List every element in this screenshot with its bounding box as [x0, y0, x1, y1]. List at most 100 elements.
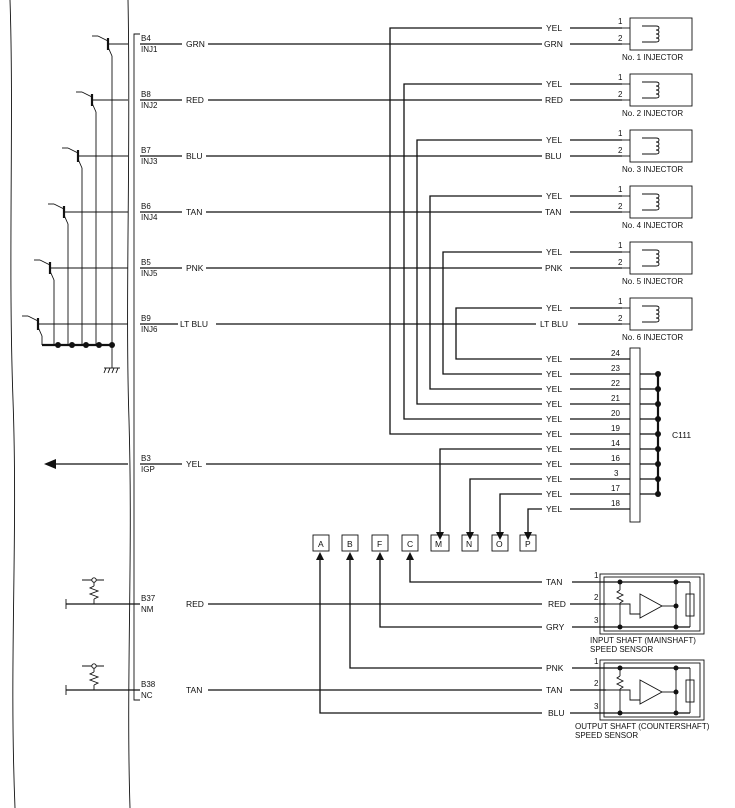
- connector-pin: 17: [611, 484, 620, 493]
- wire-label: YEL: [546, 459, 562, 469]
- ecm-pin: B3: [141, 454, 151, 463]
- coil-icon: [642, 137, 660, 155]
- reference-box-label: A: [318, 539, 324, 549]
- ecm-pin: B6: [141, 202, 151, 211]
- wire-label: PNK: [545, 263, 563, 273]
- coil-icon: [642, 25, 660, 43]
- sensor-pin: 2: [594, 593, 599, 602]
- ecm-pin-name: INJ1: [141, 45, 158, 54]
- sensor-pin: 1: [594, 571, 599, 580]
- wire-label: YEL: [546, 489, 562, 499]
- injector-pin: 2: [618, 258, 623, 267]
- coil-icon: [642, 305, 660, 323]
- sensor-label: OUTPUT SHAFT (COUNTERSHAFT): [575, 722, 710, 731]
- wire-label: RED: [548, 599, 566, 609]
- wire-label: YEL: [546, 444, 562, 454]
- injector-pin: 1: [618, 129, 623, 138]
- connector-pin: 14: [611, 439, 620, 448]
- connector-pin: 22: [611, 379, 620, 388]
- ecm-pin-name: IGP: [141, 465, 155, 474]
- wire-label: LT BLU: [180, 319, 208, 329]
- ecm-pin-name: INJ2: [141, 101, 158, 110]
- wire-label: YEL: [546, 504, 562, 514]
- injector-2: 1 2 No. 2 INJECTOR: [618, 73, 693, 118]
- injector-pin: 2: [618, 314, 623, 323]
- reference-box-label: P: [525, 539, 531, 549]
- ecm-pin: B38: [141, 680, 156, 689]
- sensor-pin: 3: [594, 616, 599, 625]
- wire-label: YEL: [546, 303, 562, 313]
- wire-label: LT BLU: [540, 319, 568, 329]
- wire-label: YEL: [546, 399, 562, 409]
- reference-box-label: N: [466, 539, 472, 549]
- reference-box-label: M: [435, 539, 442, 549]
- wire-label: YEL: [546, 191, 562, 201]
- wire-label: TAN: [186, 207, 202, 217]
- connector-pin: 19: [611, 424, 620, 433]
- wire-label: YEL: [546, 474, 562, 484]
- coil-icon: [642, 81, 660, 99]
- ecm-pin: B37: [141, 594, 156, 603]
- wire-label: YEL: [546, 23, 562, 33]
- ecm-pin: B8: [141, 90, 151, 99]
- injector-pin: 2: [618, 202, 623, 211]
- ecm-pin: B5: [141, 258, 151, 267]
- input-shaft-speed-sensor: TAN RED GRY 1 2 3 INPUT SHAFT (MAINSHAFT…: [546, 571, 705, 654]
- connector-label: C111: [672, 430, 691, 440]
- wire-label: GRN: [544, 39, 563, 49]
- injector-6: 1 2 No. 6 INJECTOR: [618, 297, 693, 342]
- injector-pin: 1: [618, 297, 623, 306]
- injector-3: 1 2 No. 3 INJECTOR: [618, 129, 693, 174]
- injector-driver-transistors: [22, 35, 128, 368]
- injector-label: No. 6 INJECTOR: [622, 333, 683, 342]
- sensor-reference-wires: [208, 552, 542, 714]
- ecm-pin-name: INJ3: [141, 157, 158, 166]
- injector-pin: 1: [618, 73, 623, 82]
- coil-icon: [642, 249, 660, 267]
- wire-label: YEL: [546, 135, 562, 145]
- nc-input-resistor-icon: [65, 663, 140, 695]
- connector-c111: C111: [570, 347, 691, 523]
- injector-pin: 1: [618, 185, 623, 194]
- wire-label: YEL: [546, 369, 562, 379]
- ecm-pin: B7: [141, 146, 151, 155]
- injector-label: No. 5 INJECTOR: [622, 277, 683, 286]
- connector-pin: 18: [611, 499, 620, 508]
- reference-box-label: O: [496, 539, 503, 549]
- connector-pin: 3: [614, 469, 619, 478]
- connector-pin: 16: [611, 454, 620, 463]
- ecm-connector-bracket: [133, 33, 140, 701]
- sensor-label: SPEED SENSOR: [575, 731, 638, 740]
- sensor-label: INPUT SHAFT (MAINSHAFT): [590, 636, 696, 645]
- injector-label: No. 1 INJECTOR: [622, 53, 683, 62]
- reference-box-label: F: [377, 539, 382, 549]
- ground-icon: [103, 367, 120, 374]
- ecm-pin-name: NM: [141, 605, 154, 614]
- wire-label: GRY: [546, 622, 565, 632]
- wire-label: RED: [186, 599, 204, 609]
- connector-rows: 24 YEL 23 YEL 22 YEL 21 YEL 20 YEL 19 YE…: [546, 349, 620, 514]
- wire-label: TAN: [546, 685, 562, 695]
- injector-label: No. 3 INJECTOR: [622, 165, 683, 174]
- wire-label: YEL: [546, 429, 562, 439]
- sensor-pin: 2: [594, 679, 599, 688]
- wire-label: YEL: [546, 79, 562, 89]
- sensor-pin: 3: [594, 702, 599, 711]
- wire-label: RED: [186, 95, 204, 105]
- reference-wires: [436, 448, 542, 540]
- nm-input-resistor-icon: [65, 577, 140, 609]
- ecm-pin: B9: [141, 314, 151, 323]
- ecm-pin-name: NC: [141, 691, 153, 700]
- sensor-label: SPEED SENSOR: [590, 645, 653, 654]
- wire-label: PNK: [186, 263, 204, 273]
- wire-label: RED: [545, 95, 563, 105]
- injector-pin: 2: [618, 34, 623, 43]
- wire-label: PNK: [546, 663, 564, 673]
- connector-pin: 23: [611, 364, 620, 373]
- injector-label: No. 4 INJECTOR: [622, 221, 683, 230]
- connector-pin: 24: [611, 349, 620, 358]
- injector-pin: 2: [618, 90, 623, 99]
- wire-label: BLU: [548, 708, 565, 718]
- output-shaft-speed-sensor: PNK TAN BLU 1 2 3 OUTPUT SHAFT (COUNTERS…: [546, 657, 710, 740]
